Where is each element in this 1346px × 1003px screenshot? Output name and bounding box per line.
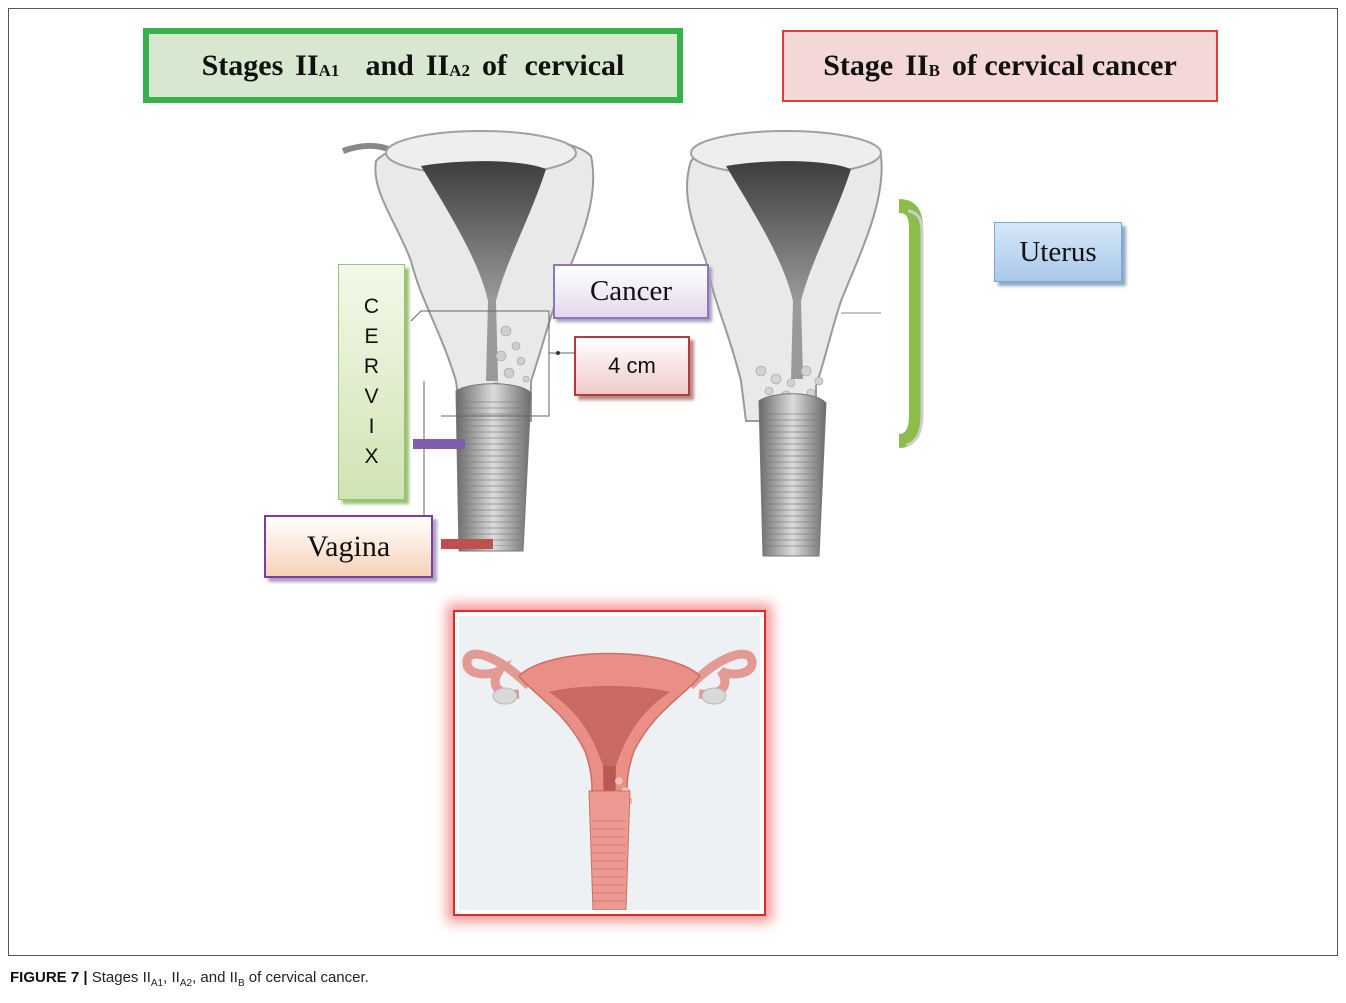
figure-caption: FIGURE 7 | Stages IIA1, IIA2, and IIB of…: [10, 969, 369, 989]
title-stage-iib: Stage IIB of cervical cancer: [782, 30, 1218, 102]
title-left-prefix: Stages: [202, 49, 284, 83]
size-label: 4 cm: [574, 336, 690, 396]
cervix-letter: R: [364, 352, 379, 382]
title-right-suffix: of cervical cancer: [952, 49, 1177, 83]
cervix-letter: E: [364, 322, 378, 352]
uterus-photo: [453, 610, 766, 916]
title-left-suffix: of cervical: [482, 49, 624, 83]
title-right-prefix: Stage: [823, 49, 893, 83]
title-left-stage2: IIA2: [426, 49, 470, 83]
cancer-label: Cancer: [553, 264, 709, 319]
uterus-photo-image: [459, 616, 760, 910]
caption-figure-number: FIGURE 7 |: [10, 969, 88, 986]
cervix-letter: X: [364, 442, 378, 472]
uterus-label: Uterus: [994, 222, 1122, 282]
uterus-drawing-right: [687, 131, 922, 556]
cervix-letter: C: [364, 292, 379, 322]
figure-frame: Stages IIA1 and IIA2 of cervical Stage I…: [8, 8, 1338, 956]
title-left-and: and: [365, 49, 413, 83]
cervix-letter: V: [364, 382, 378, 412]
title-left-stage1: IIA1: [295, 49, 339, 83]
title-right-stage: IIB: [905, 49, 940, 83]
title-stages-iia1-iia2: Stages IIA1 and IIA2 of cervical: [143, 28, 683, 103]
vagina-label: Vagina: [264, 515, 433, 578]
caption-text: Stages IIA1, IIA2, and IIB of cervical c…: [92, 969, 369, 986]
cervix-label: C E R V I X: [338, 264, 405, 500]
cervix-letter: I: [369, 412, 375, 442]
